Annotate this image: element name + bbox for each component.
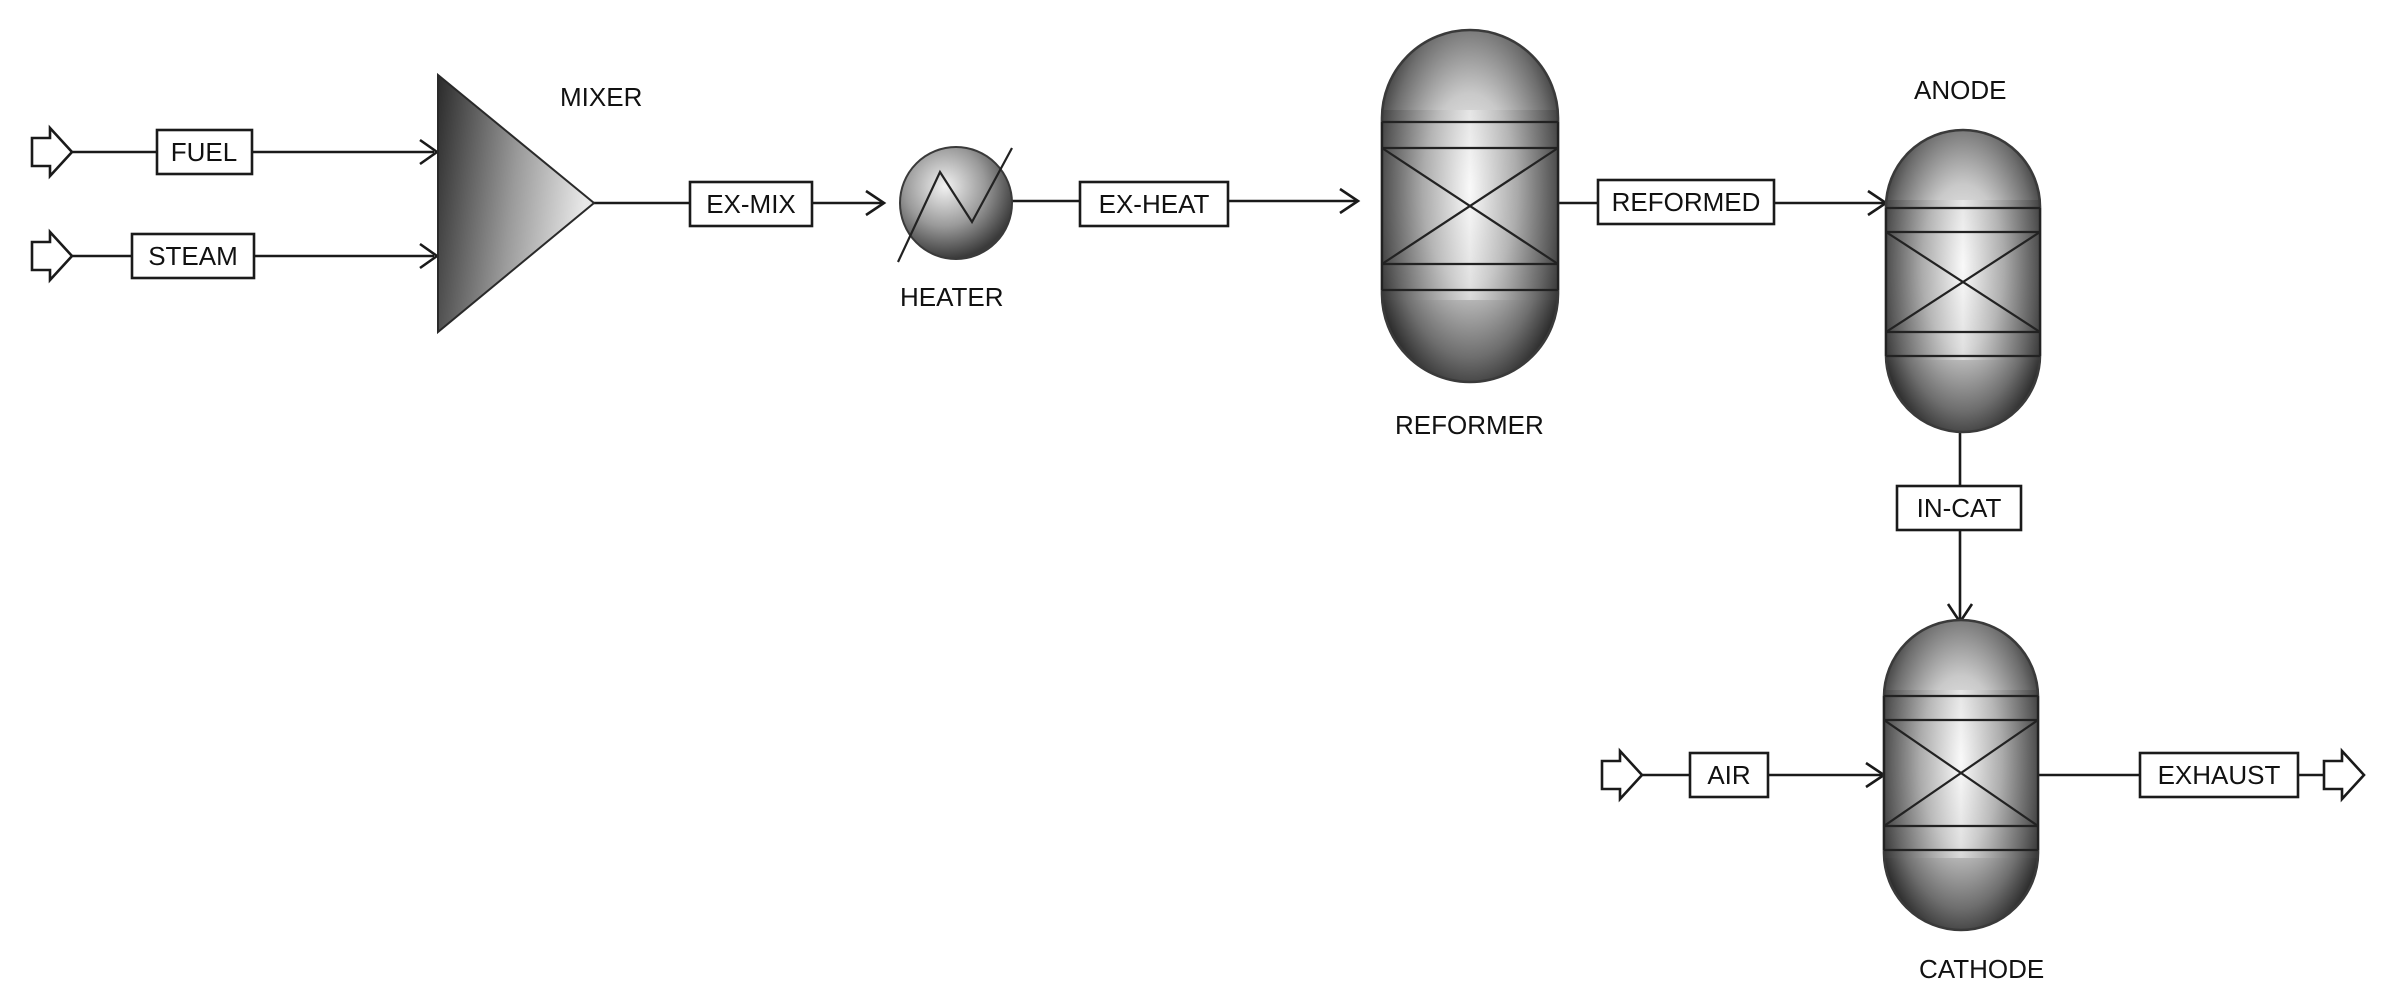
stream-ex-mix[interactable]: EX-MIX: [688, 180, 814, 228]
stream-steam[interactable]: STEAM: [130, 232, 256, 280]
anode-block[interactable]: ANODE: [1884, 75, 2042, 434]
stream-ex-mix-label: EX-MIX: [706, 189, 796, 219]
stream-fuel[interactable]: FUEL: [155, 128, 254, 176]
stream-fuel-label: FUEL: [171, 137, 237, 167]
exhaust-product-arrow-icon: [2322, 747, 2366, 803]
stream-ex-heat-label: EX-HEAT: [1099, 189, 1210, 219]
mixer-label: MIXER: [560, 82, 642, 112]
stream-reformed-label: REFORMED: [1612, 187, 1761, 217]
steam-feed-arrow-icon: [30, 228, 74, 284]
stream-reformed[interactable]: REFORMED: [1596, 178, 1776, 226]
stream-ex-heat[interactable]: EX-HEAT: [1078, 180, 1230, 228]
reformer-label: REFORMER: [1395, 410, 1544, 440]
mixer-block[interactable]: MIXER: [437, 72, 642, 335]
air-feed-arrow-icon: [1600, 747, 1644, 803]
stream-steam-label: STEAM: [148, 241, 238, 271]
anode-label: ANODE: [1914, 75, 2006, 105]
heater-block[interactable]: HEATER: [897, 146, 1013, 312]
fuel-feed-arrow-icon: [30, 124, 74, 180]
heater-label: HEATER: [900, 282, 1004, 312]
stream-in-cat-label: IN-CAT: [1917, 493, 2002, 523]
cathode-label: CATHODE: [1919, 954, 2044, 984]
reformer-block[interactable]: REFORMER: [1380, 28, 1560, 440]
stream-in-cat[interactable]: IN-CAT: [1895, 484, 2023, 532]
stream-exhaust[interactable]: EXHAUST: [2138, 751, 2300, 799]
stream-air-label: AIR: [1707, 760, 1750, 790]
stream-air[interactable]: AIR: [1688, 751, 1770, 799]
stream-exhaust-label: EXHAUST: [2158, 760, 2281, 790]
cathode-block[interactable]: CATHODE: [1882, 618, 2044, 984]
heater-zigzag-icon: [897, 147, 1013, 263]
